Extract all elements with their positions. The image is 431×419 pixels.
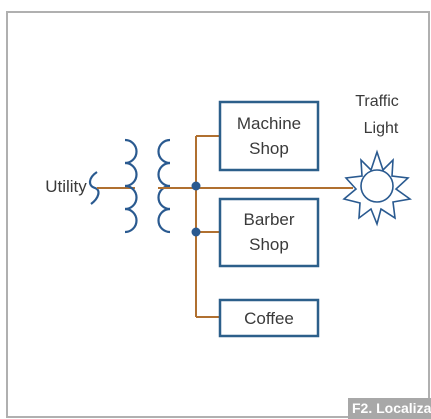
utility-label: Utility xyxy=(45,177,87,196)
barber-shop-label-line2: Shop xyxy=(249,235,289,254)
barber-shop-box xyxy=(218,197,320,268)
machine-shop-label-line2: Shop xyxy=(249,139,289,158)
junction-dot xyxy=(191,227,201,237)
coffee-label: Coffee xyxy=(244,309,294,328)
transformer-coil-icon xyxy=(124,138,171,234)
figure-tag-label: F2. Localizaca xyxy=(352,400,431,416)
machine-shop-label-line1: Machine xyxy=(237,114,301,133)
machine-shop-box xyxy=(218,100,320,172)
junction-dot xyxy=(191,181,201,191)
diagram-frame xyxy=(6,11,430,418)
coffee-box xyxy=(218,298,320,338)
utility-squiggle-icon xyxy=(88,171,100,205)
traffic-light-label-line2: Light xyxy=(364,120,399,137)
traffic-light-label-line1: Traffic xyxy=(355,93,399,110)
figure-tag-badge: F2. Localizaca xyxy=(348,398,431,419)
barber-shop-label-line1: Barber xyxy=(243,210,294,229)
sun-icon xyxy=(342,149,413,227)
